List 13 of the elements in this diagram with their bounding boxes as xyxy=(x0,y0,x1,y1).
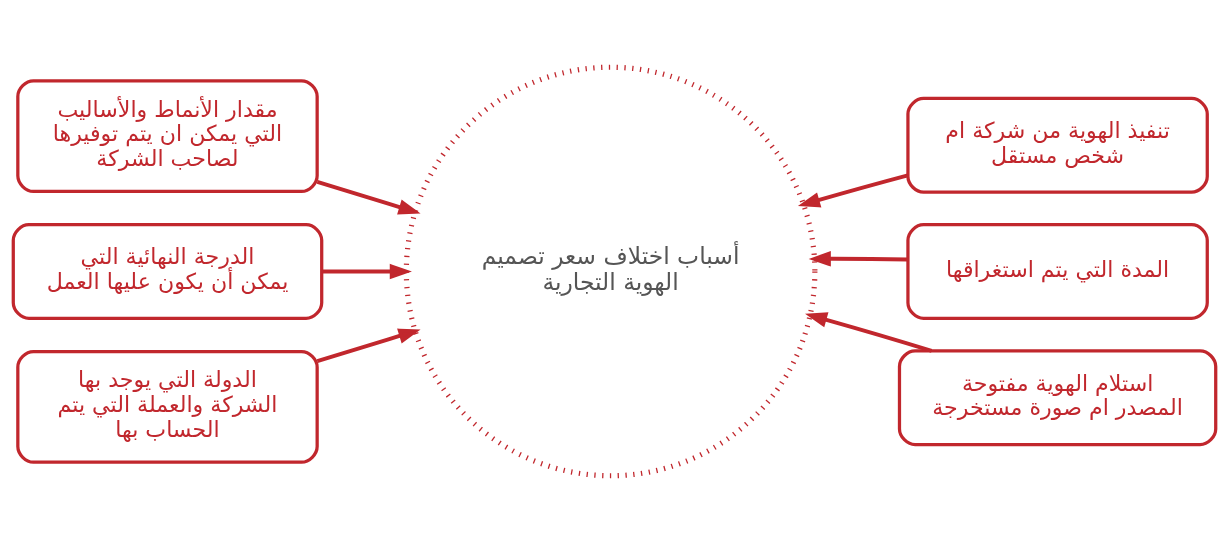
node-box: تنفيذ الهوية من شركة ام شخص مستقل xyxy=(906,96,1209,194)
node-box: استلام الهوية مفتوحة المصدر ام صورة مستخرجة xyxy=(897,348,1218,446)
arrow xyxy=(322,263,412,279)
node-box: مقدار الأنماط والأساليب التي يمكن ان يتم توفيرها لصاحب الشركة xyxy=(16,78,319,193)
arrow xyxy=(316,328,421,363)
arrow xyxy=(316,179,421,214)
node-box: المدة التي يتم استغراقها xyxy=(906,222,1209,320)
arrow xyxy=(808,250,908,267)
arrow xyxy=(797,173,909,207)
node-box: الدرجة النهائية التي يمكن أن يكون عليها العمل xyxy=(11,222,324,320)
arrow xyxy=(805,311,933,353)
node-box: الدولة التي يوجد بها الشركة والعملة التي يتم الحساب بها xyxy=(16,349,319,464)
node-circle: أسباب اختلاف سعر تصميم الهوية التجارية xyxy=(403,64,818,478)
